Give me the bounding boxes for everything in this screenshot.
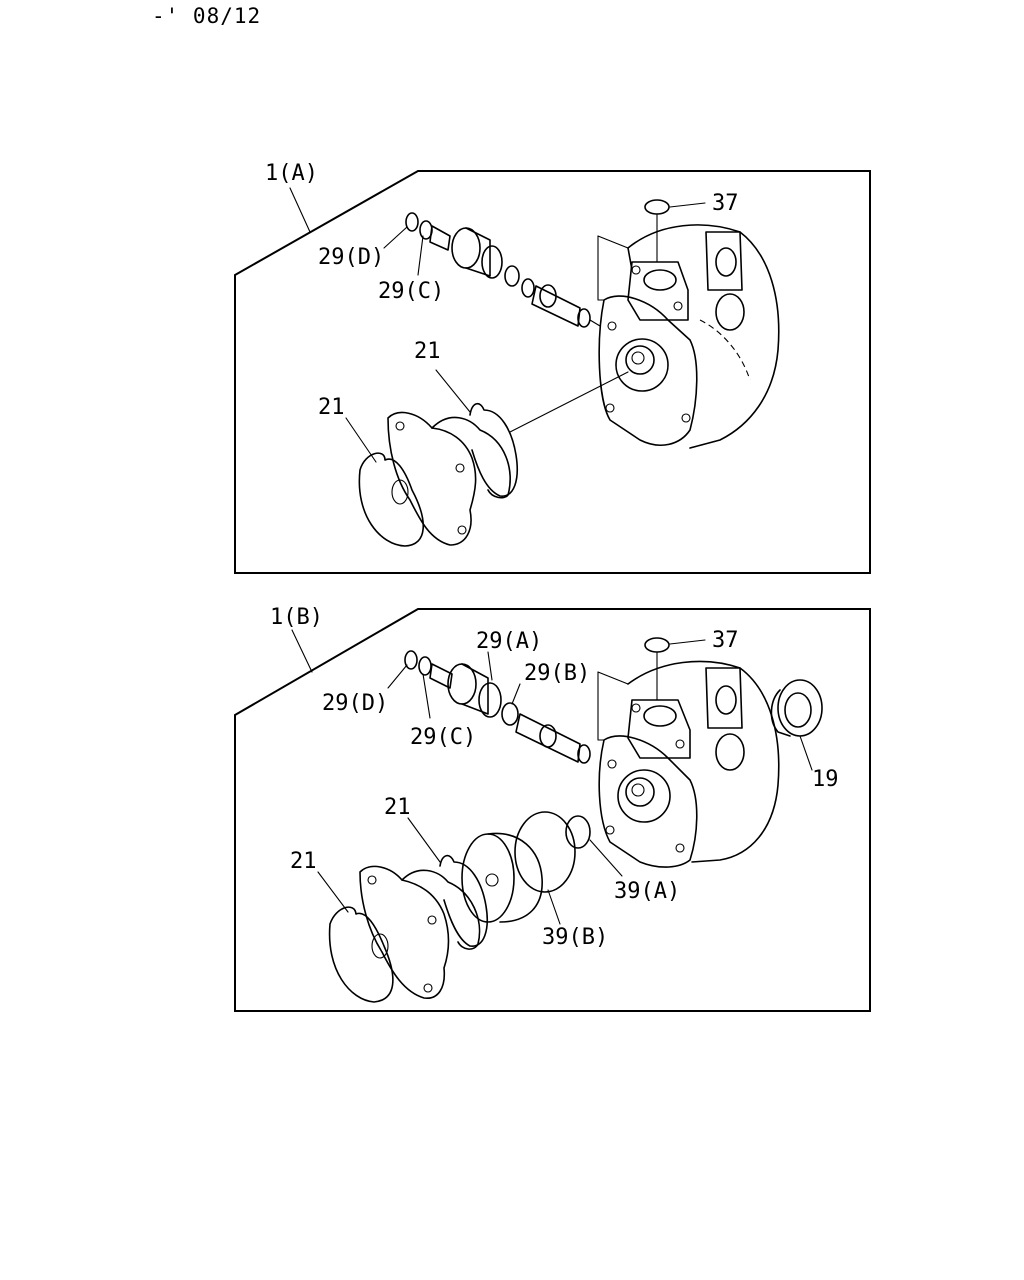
callout-21-rear-b: 21 [384,795,411,820]
callout-29b: 29(B) [524,661,590,686]
leader-21-rear-b [407,817,441,863]
leader-29c [417,235,424,276]
pump-housing-b [598,660,780,868]
callout-29d: 29(D) [318,245,384,270]
gasket-21-rear [469,402,518,497]
callout-21-front-b: 21 [290,849,317,874]
leader-39a [589,839,623,877]
panel-1b: 1(B) [234,605,871,1012]
bracket-1a [597,235,629,301]
cover-plate [387,411,511,546]
callout-21-front: 21 [318,395,345,420]
callout-29c-b: 29(C) [410,725,476,750]
leader-29c-b [422,673,431,719]
callout-29a: 29(A) [476,629,542,654]
gasket-21-front [358,452,424,547]
leader-1a [289,187,311,233]
panel-1a: 1(A) [234,161,871,574]
leader-29d-b [387,664,408,689]
bracket-1b [597,671,629,741]
o-ring-37-b [644,637,670,653]
leader-29a [487,651,493,681]
o-ring-37 [644,199,670,215]
leader-37-b [669,639,706,645]
panel-1b-frame [234,608,871,1012]
callout-37: 37 [712,191,739,216]
leader-19 [799,735,813,771]
leader-1b [291,629,313,673]
panel-1a-title: 1(A) [265,161,318,186]
leader-21-front [345,417,377,463]
callout-19: 19 [812,767,839,792]
panel-1a-frame [234,170,871,574]
callout-39a: 39(A) [614,879,680,904]
oil-seal-19 [770,679,823,737]
gasket-21-rear-b [439,854,488,947]
panel-1b-title: 1(B) [270,605,323,630]
leader-29b [511,683,521,705]
control-valve-assembly-b [404,650,591,764]
leader-21-front-b [317,871,349,913]
leader-37 [669,202,706,208]
cover-plate-b [359,865,481,999]
pump-housing [598,224,780,449]
callout-29d-b: 29(D) [322,691,388,716]
revision-code: -' 08/12 [152,4,262,28]
callout-21-rear: 21 [414,339,441,364]
callout-39b: 39(B) [542,925,608,950]
piston-disc [461,832,543,923]
o-ring-39b [514,811,576,893]
callout-37-b: 37 [712,628,739,653]
callout-29c: 29(C) [378,279,444,304]
leader-21-rear [435,369,471,413]
leader-29d [383,226,408,249]
control-valve-assembly [405,212,601,328]
gasket-21-front-b [328,906,394,1003]
o-ring-39a [565,815,591,849]
assembly-axis-1a [509,371,629,433]
leader-39b [547,889,561,925]
